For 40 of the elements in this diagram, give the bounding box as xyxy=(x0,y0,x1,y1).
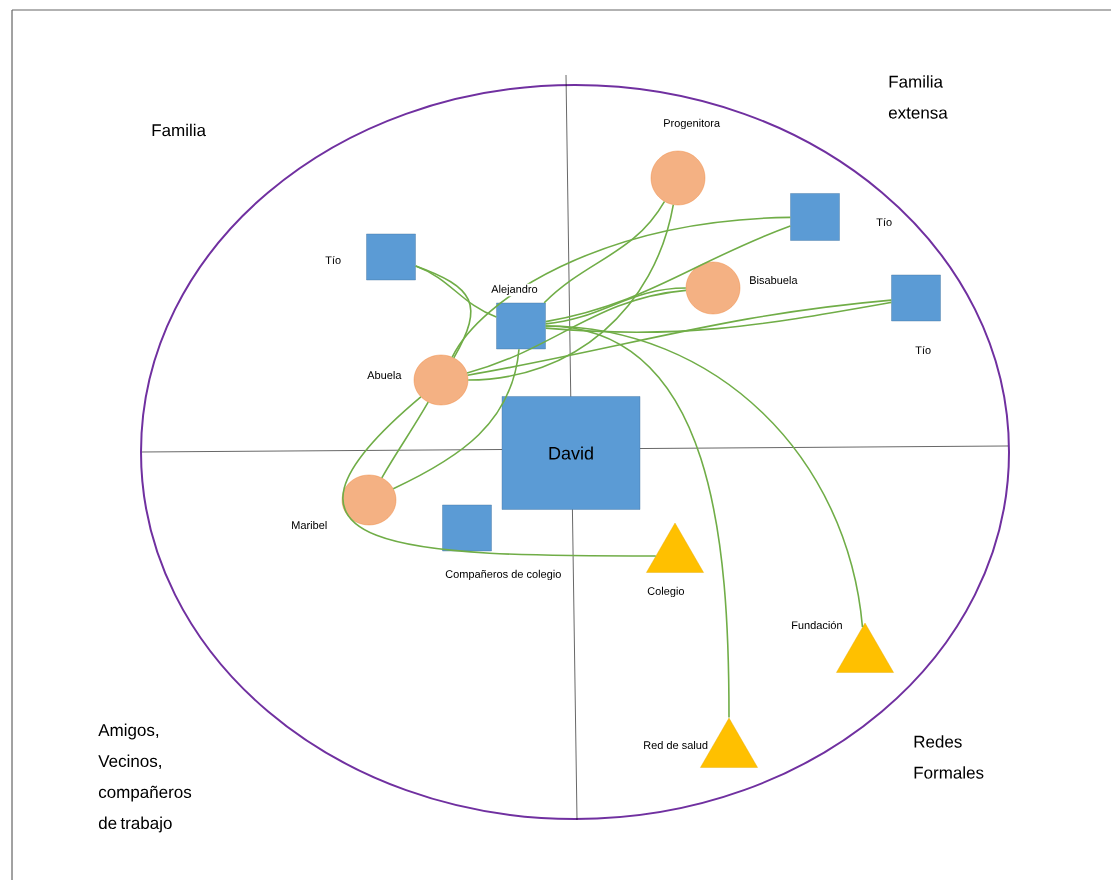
node-label: Abuela xyxy=(366,369,403,381)
node-label: Red de salud xyxy=(642,739,710,751)
node-label: Fundación xyxy=(790,619,844,631)
quadrant-label: Amigos, Vecinos, compañeros de trabajo xyxy=(98,723,192,833)
circle-symbol xyxy=(685,261,741,315)
circle-symbol xyxy=(413,354,469,406)
square-symbol xyxy=(496,302,546,350)
connector-line xyxy=(543,200,666,304)
quadrant-label: Familia xyxy=(152,123,206,137)
node-label: Bisabuela xyxy=(748,274,799,286)
triangle-symbol xyxy=(646,522,704,573)
quadrant-label: Redes Formales xyxy=(914,735,984,779)
quadrant-label: Familia extensa xyxy=(888,75,948,119)
connector-line xyxy=(381,401,429,479)
node-label: Colegio xyxy=(646,585,686,599)
circle-symbol xyxy=(650,150,706,206)
connector-line xyxy=(392,348,520,490)
square-symbol xyxy=(366,233,416,281)
connector-line xyxy=(466,299,893,377)
person-box: David xyxy=(501,396,641,510)
circle-symbol xyxy=(341,474,397,526)
node-label: Maribel xyxy=(290,519,329,531)
node-label: Alejandro xyxy=(490,283,539,297)
connector-line xyxy=(544,225,792,323)
node-label: Progenitora xyxy=(662,117,722,131)
node-label: Tío xyxy=(324,254,343,266)
connector-line xyxy=(414,265,498,318)
connector-line xyxy=(343,396,657,557)
connector-line xyxy=(544,301,893,334)
square-symbol xyxy=(891,274,941,322)
connector-line xyxy=(467,204,675,381)
connector-line xyxy=(544,325,864,628)
node-label: Compañeros de colegio xyxy=(444,568,563,582)
square-symbol xyxy=(790,193,840,241)
node-label: Tío xyxy=(875,216,894,228)
square-symbol xyxy=(442,504,492,552)
connector-line xyxy=(466,289,687,374)
node-label: Tío xyxy=(914,344,933,356)
connector-line xyxy=(451,216,792,358)
connector-line xyxy=(544,287,687,325)
